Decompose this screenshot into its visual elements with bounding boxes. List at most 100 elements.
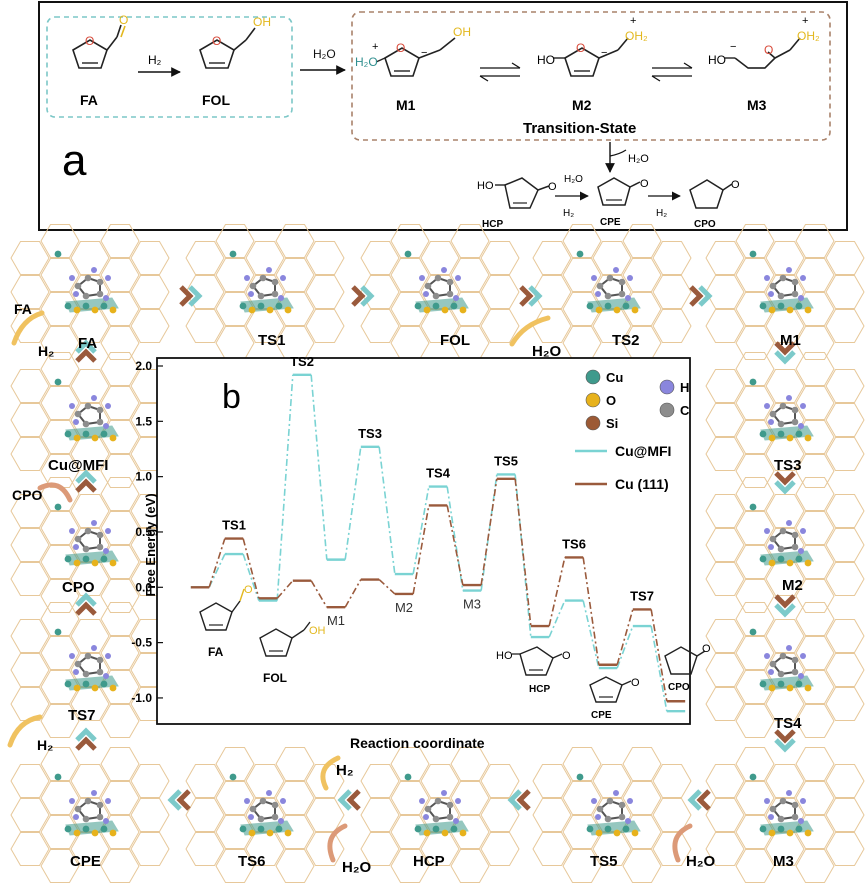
hydrogen-atom (69, 403, 75, 409)
panel-b-label: b (222, 378, 241, 416)
zeolite-structure-4 (705, 224, 865, 360)
hydrogen-atom (768, 544, 774, 550)
fol-oh: OH (253, 15, 271, 29)
hydrogen-atom (455, 798, 461, 804)
arrow-chevron (774, 738, 796, 753)
chart-fa-molecule: O FA (199, 584, 253, 659)
hcp-cpe-h2o: H₂O (564, 174, 583, 185)
zeolite-ring (130, 275, 170, 309)
zeolite-ring (40, 258, 80, 292)
h2o-in-label: H₂O (532, 343, 561, 360)
cycle-label-ts3: TS3 (774, 457, 802, 474)
transition-state-box (351, 11, 831, 141)
cycle-label-ts1: TS1 (258, 332, 286, 349)
cluster-atom (64, 302, 72, 310)
cu-atom-marker (749, 378, 757, 386)
arrow-chevron (346, 789, 361, 811)
zeolite-ring (705, 369, 745, 403)
zeolite-structure-0 (10, 224, 170, 360)
cycle-label-ts6: TS6 (238, 853, 266, 870)
cycle-label-m2: M2 (782, 577, 803, 594)
hydrogen-atom (69, 653, 75, 659)
zeolite-ring (562, 747, 602, 781)
zeolite-ring (40, 602, 80, 636)
hydrogen-atom (627, 798, 633, 804)
hydrogen-atom (453, 818, 459, 824)
zeolite-ring (562, 258, 602, 292)
zeolite-ring (825, 437, 865, 471)
cluster-atom (786, 684, 794, 692)
cycle-arrow-9 (507, 789, 531, 811)
fa-molecule: O O FA (72, 13, 128, 108)
m2-m3-equilibrium-arrows (651, 62, 693, 82)
energy-connector (548, 600, 566, 638)
zeolite-ring (652, 764, 692, 798)
y-tick-label: 1.5 (135, 414, 152, 428)
zeolite-ring (532, 309, 572, 343)
cluster-atom (73, 684, 81, 692)
chart-hcp-ho: HO (496, 650, 513, 662)
state-label-m2: M2 (395, 600, 413, 615)
zeolite-ring (185, 764, 225, 798)
hcp-label: HCP (482, 219, 503, 230)
species-flow-arrow-6 (37, 482, 73, 503)
m1-molecule: H₂O + O − OH M1 (355, 25, 471, 113)
zeolite-ring (592, 764, 632, 798)
cycle-arrow-2 (519, 285, 543, 307)
zeolite-ring (215, 815, 255, 849)
cycle-label-hcp: HCP (413, 853, 445, 870)
hydrogen-atom (591, 275, 597, 281)
zeolite-ring (562, 224, 602, 258)
hydrogen-atom (441, 267, 447, 273)
panel-a-label: a (62, 136, 87, 185)
zeolite-ring (532, 275, 572, 309)
zeolite-ring (765, 494, 805, 528)
cycle-arrow-15 (75, 339, 97, 363)
zeolite-structure-3 (532, 224, 692, 360)
zeolite-ring (130, 832, 170, 866)
zeolite-ring (735, 420, 775, 454)
zeolite-ring (100, 454, 140, 488)
zeolite-ring (765, 369, 805, 403)
chart-cpe-label: CPE (591, 710, 612, 721)
hydrogen-atom (595, 814, 601, 820)
energy-connector (582, 557, 600, 665)
zeolite-ring (100, 747, 140, 781)
energy-connector (616, 609, 634, 665)
zeolite-ring (795, 781, 835, 815)
zeolite-ring (532, 832, 572, 866)
zeolite-ring (795, 224, 835, 258)
hydrogen-atom (800, 528, 806, 534)
zeolite-ring (130, 241, 170, 275)
zeolite-ring (390, 224, 430, 258)
carbon-atom (777, 292, 785, 300)
hydrogen-atom (103, 423, 109, 429)
species-flow-arrow-5 (7, 714, 43, 748)
carbon-atom (424, 282, 432, 290)
zeolite-ring (735, 454, 775, 488)
carbon-atom (779, 402, 787, 410)
zeolite-ring (305, 798, 345, 832)
hydrogen-atom (244, 798, 250, 804)
hydrogen-atom (280, 798, 286, 804)
cycle-arrow-11 (167, 789, 191, 811)
cluster-atom (786, 434, 794, 442)
carbon-atom (96, 290, 104, 298)
species-flow-arrow-4 (320, 755, 341, 791)
hydrogen-atom (800, 275, 806, 281)
carbon-atom (96, 656, 104, 664)
state-label-m1: M1 (327, 613, 345, 628)
hydrogen-atom (786, 790, 792, 796)
carbon-atom (74, 282, 82, 290)
carbon-atom (618, 290, 626, 298)
chart-cpe-o: O (631, 677, 640, 689)
cluster-atom (100, 430, 108, 438)
zeolite-ring (825, 562, 865, 596)
zeolite-ring (40, 352, 80, 386)
zeolite-ring (825, 275, 865, 309)
carbon-atom (791, 418, 799, 426)
hcp-ho: HO (477, 180, 494, 192)
